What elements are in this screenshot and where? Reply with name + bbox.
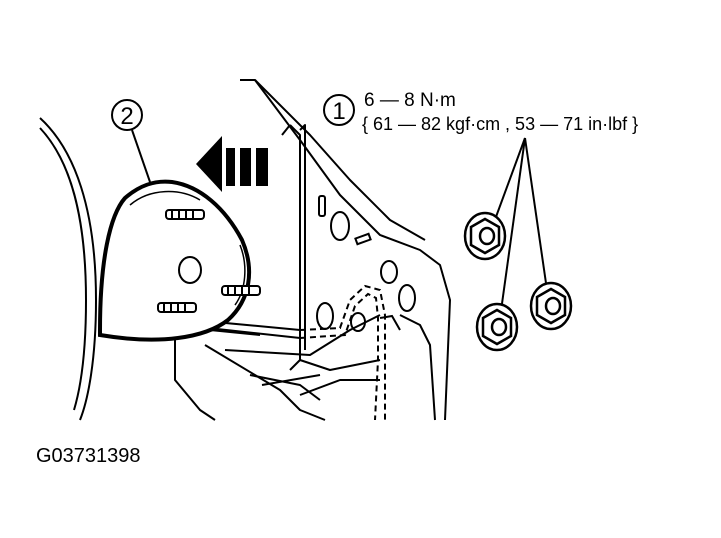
harness-dashed <box>299 284 386 421</box>
flange-nut-bottom <box>475 302 519 352</box>
nut-leader-lines <box>492 137 549 319</box>
callout-2-circle <box>111 99 143 131</box>
door-frame <box>174 79 451 421</box>
mirror-stud-upper <box>165 209 205 220</box>
callout-2-number: 2 <box>120 103 133 130</box>
body-contour <box>39 117 98 421</box>
figure-id: G03731398 <box>36 445 141 467</box>
mirror-stud-lower <box>157 302 197 313</box>
flange-nut-top <box>463 211 507 261</box>
callout-2-leader <box>131 129 151 183</box>
callout-2: 2 <box>111 99 151 183</box>
callout-1: 1 <box>323 94 355 126</box>
torque-spec-line2: { 61 — 82 kgf·cm , 53 — 71 in·lbf } <box>362 114 638 134</box>
panel-holes <box>316 195 416 332</box>
callout-1-number: 1 <box>332 98 345 125</box>
removal-direction-arrow <box>196 136 268 192</box>
mirror-assembly <box>98 179 261 342</box>
mirror-stud-right <box>221 285 261 296</box>
torque-spec-line1: 6 — 8 N·m <box>364 90 456 111</box>
flange-nut-right <box>529 281 573 331</box>
callout-1-circle <box>323 94 355 126</box>
harness-grommet <box>178 256 202 284</box>
